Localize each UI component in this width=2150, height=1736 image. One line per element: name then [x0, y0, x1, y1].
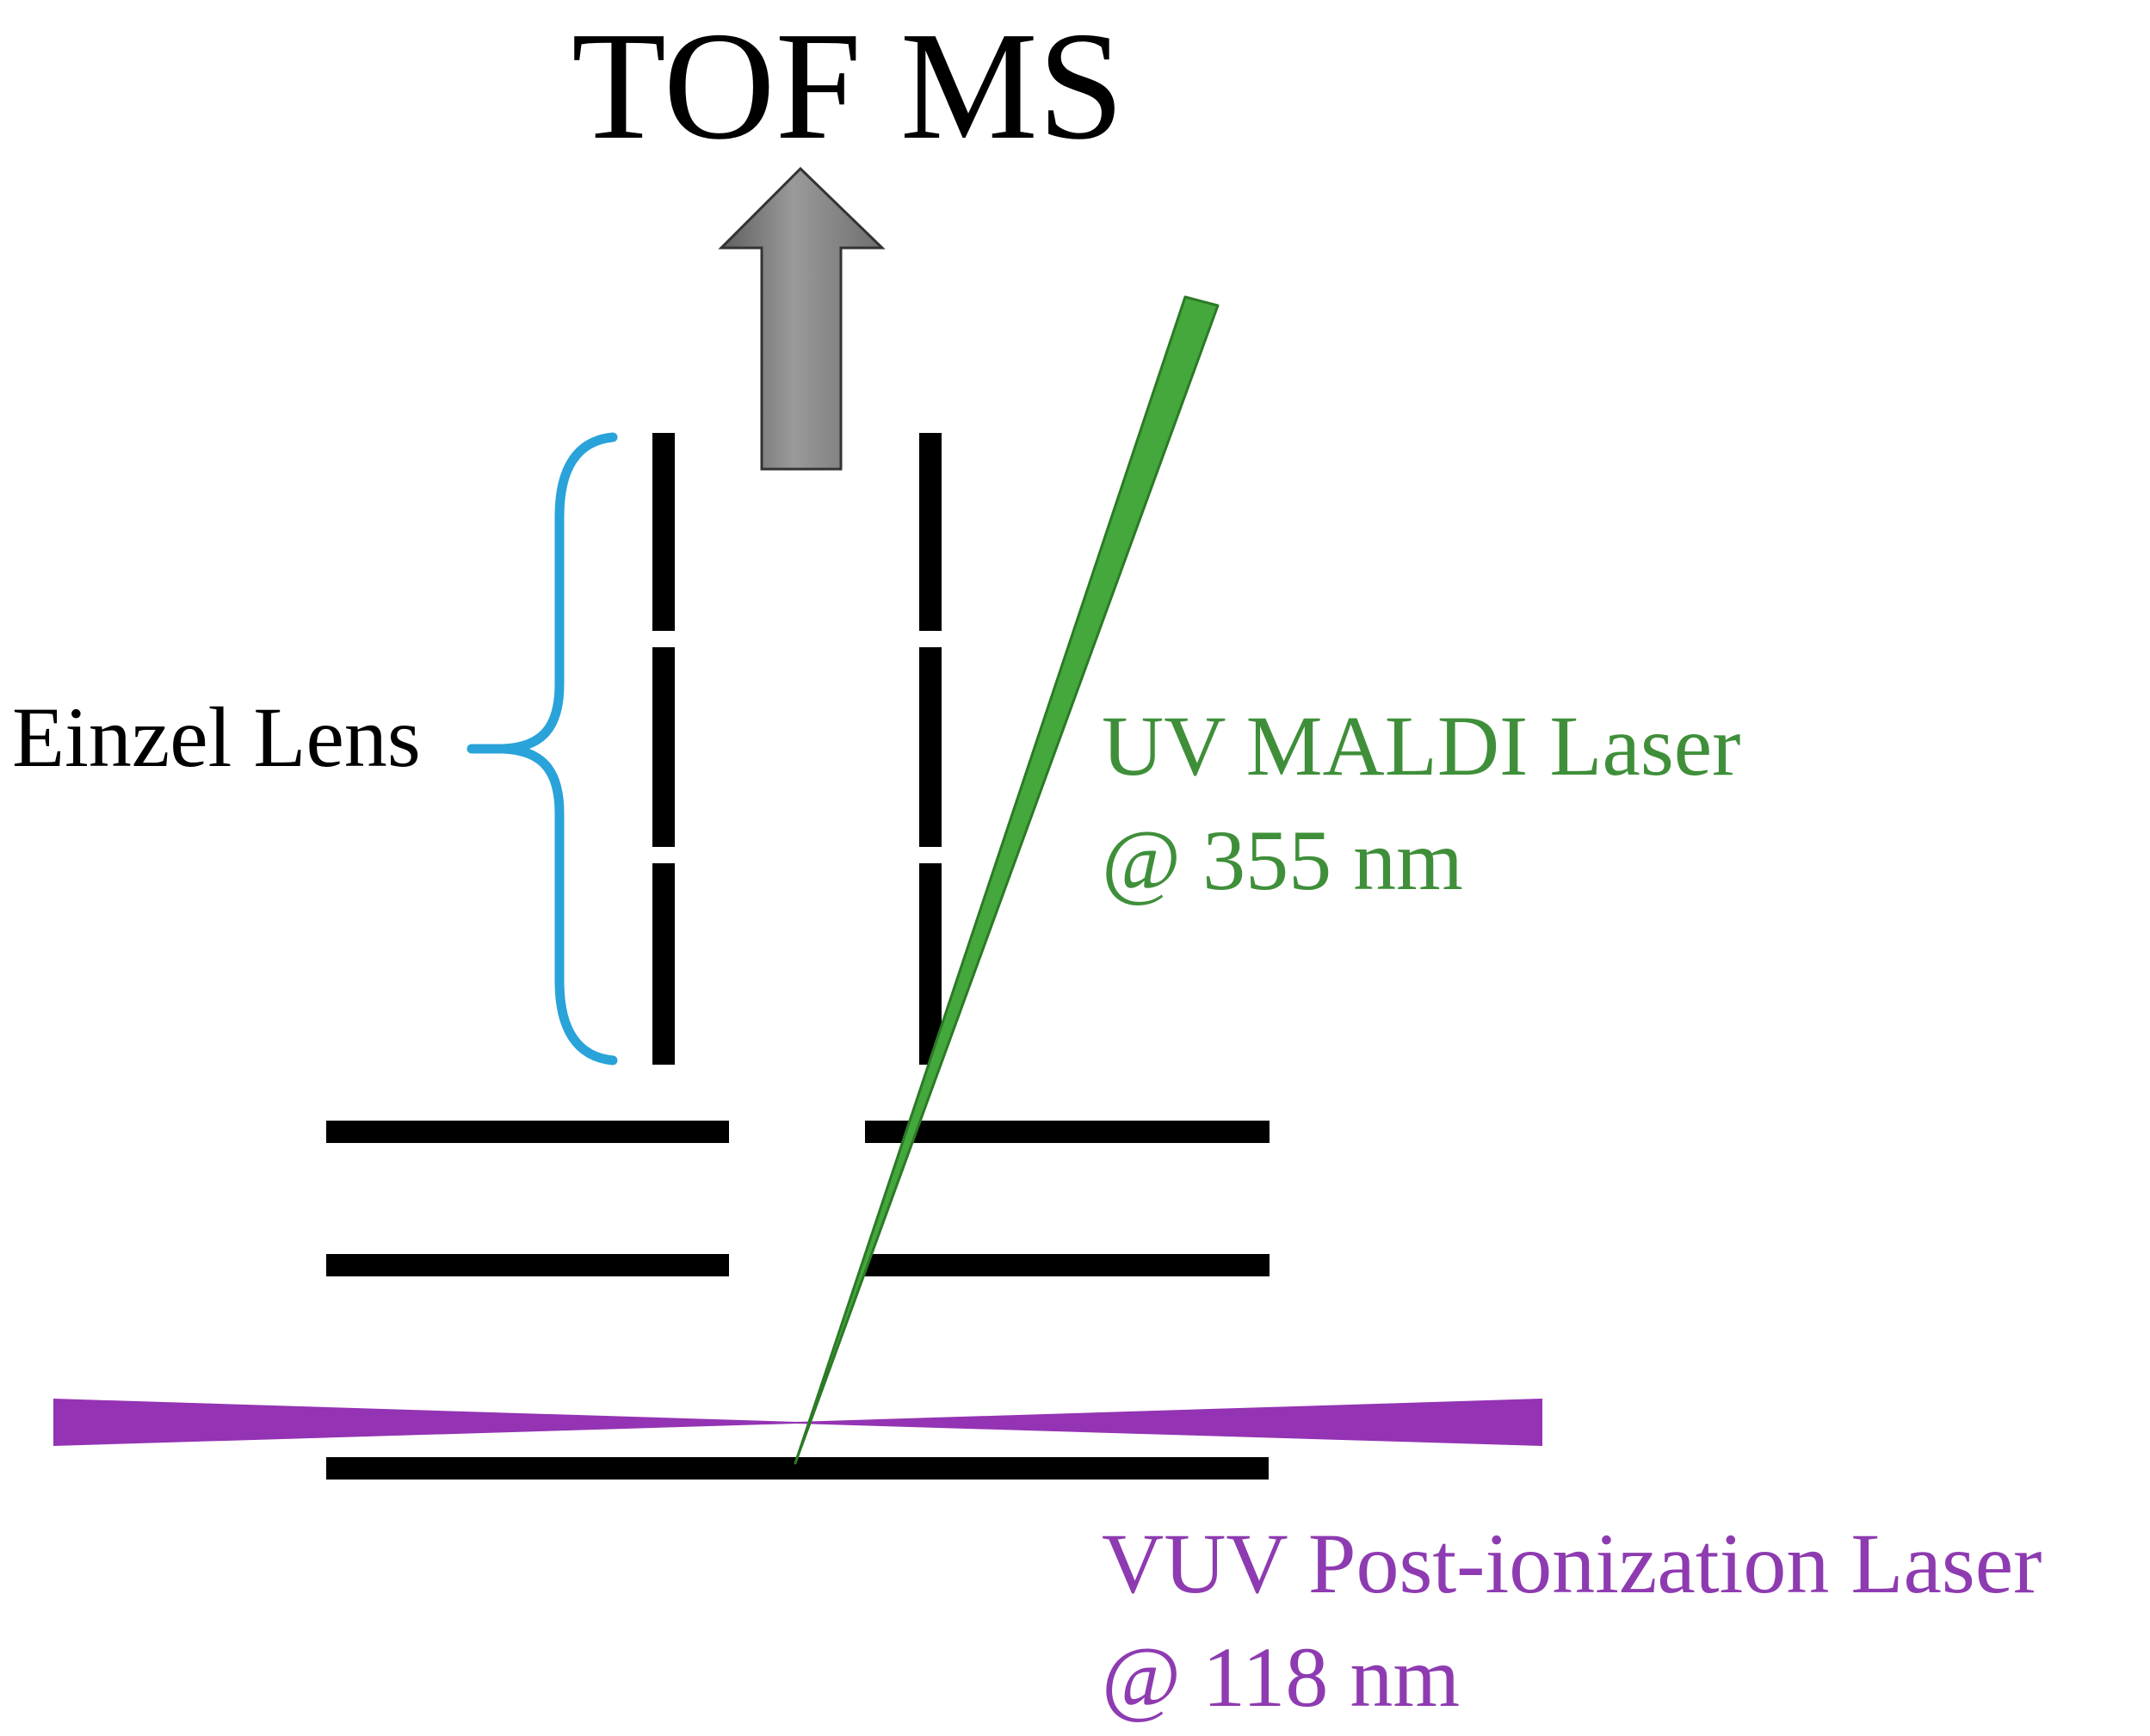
left-curly-brace-icon	[498, 432, 618, 1066]
extraction-plates	[326, 1121, 1270, 1276]
einzel-electrode-right-bottom	[919, 863, 942, 1065]
up-arrow-icon	[718, 166, 886, 471]
einzel-lens-right-electrodes	[919, 433, 942, 1065]
vuv-laser-beam	[53, 1399, 1542, 1446]
einzel-electrode-right-middle	[919, 647, 942, 847]
einzel-electrode-left-bottom	[652, 863, 675, 1065]
extraction-plate-lower-left	[326, 1254, 729, 1276]
uv-laser-beam	[794, 295, 1220, 1465]
einzel-electrode-right-top	[919, 433, 942, 631]
einzel-lens-left-electrodes	[652, 433, 675, 1065]
einzel-electrode-left-middle	[652, 647, 675, 847]
extraction-plate-lower-right	[865, 1254, 1270, 1276]
extraction-plate-upper-left	[326, 1121, 729, 1143]
einzel-electrode-left-top	[652, 433, 675, 631]
diagram-title: TOF MS	[571, 0, 1124, 171]
uv-laser-label-line2: @ 355 nm	[1102, 812, 1463, 908]
extraction-plate-upper-right	[865, 1121, 1270, 1143]
vuv-laser-label-line1: VUV Post-ionization Laser	[1102, 1516, 2042, 1611]
vuv-laser-label-line2: @ 118 nm	[1102, 1629, 1460, 1725]
uv-laser-label-line1: UV MALDI Laser	[1102, 698, 1740, 794]
einzel-lens-label: Einzel Lens	[12, 689, 421, 785]
